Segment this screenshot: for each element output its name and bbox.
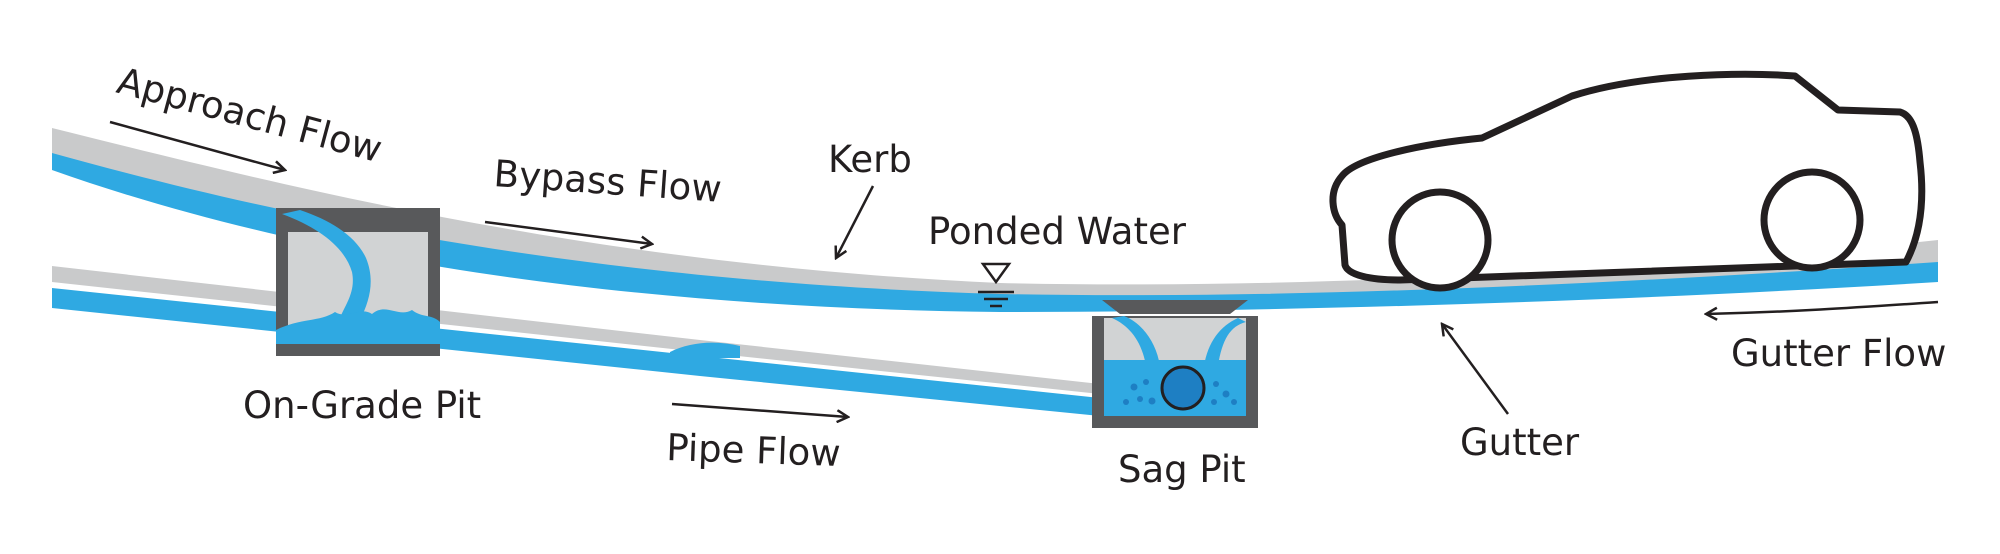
pipe-flow-wave	[670, 342, 740, 358]
sag-pit-bubbles	[1123, 379, 1237, 405]
sag-pit-outlet-pipe	[1160, 365, 1206, 411]
sag-pit-inflow-right	[1204, 318, 1246, 366]
on-grade-pit-pool	[276, 309, 440, 344]
gutter-label: Gutter	[1460, 421, 1580, 464]
gutter-flow-label: Gutter Flow	[1731, 332, 1946, 375]
on-grade-pit	[276, 208, 440, 356]
kerb-arrow	[836, 185, 875, 258]
car-rear-wheel	[1760, 168, 1864, 272]
car-front-wheel	[1388, 188, 1492, 292]
pipe-flow-label: Pipe Flow	[666, 426, 842, 475]
water-level-symbol	[978, 262, 1014, 308]
on-grade-pit-label: On-Grade Pit	[243, 384, 481, 427]
car-icon	[1329, 70, 1926, 292]
sag-pit-label: Sag Pit	[1118, 448, 1246, 491]
surface-water	[52, 153, 1938, 312]
kerb-label: Kerb	[828, 138, 912, 181]
on-grade-pit-inflow	[282, 210, 371, 320]
bypass-flow-arrow	[484, 220, 652, 244]
bypass-flow-label: Bypass Flow	[492, 152, 723, 211]
sag-pit-grate	[1102, 300, 1248, 314]
sag-pit-inflow-left	[1112, 316, 1160, 366]
pipe-flow-arrow	[671, 402, 848, 417]
ponded-water-label: Ponded Water	[928, 210, 1187, 253]
gutter-flow-arrow	[1706, 300, 1939, 314]
sag-pit	[1092, 300, 1258, 428]
gutter-arrow	[1442, 324, 1510, 415]
approach-flow-arrow	[109, 120, 285, 170]
